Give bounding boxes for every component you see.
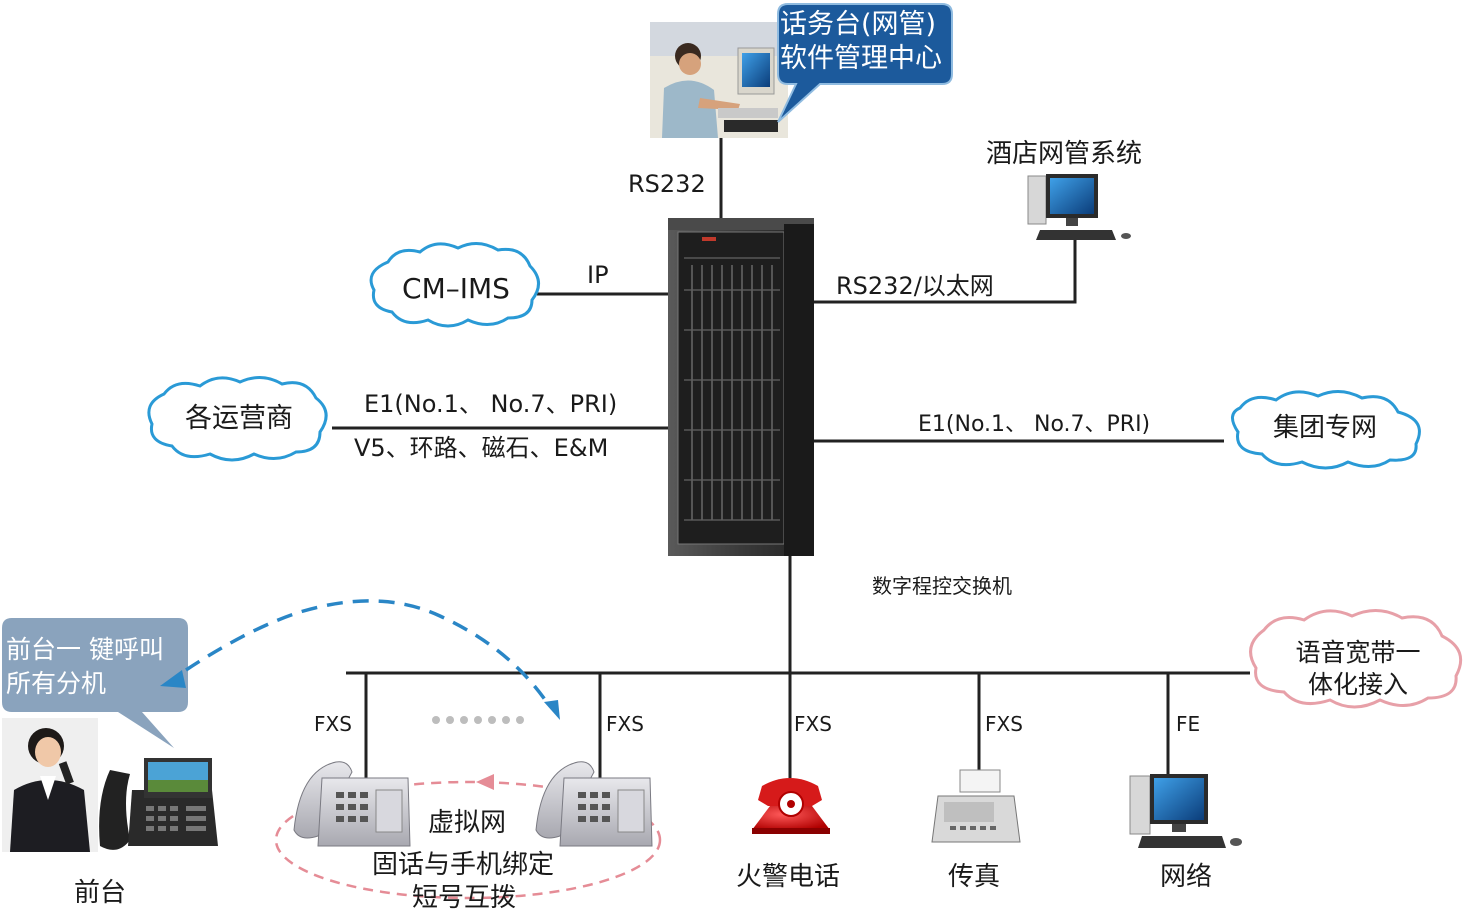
- port-label: FXS: [314, 712, 352, 736]
- operators-cloud: [147, 376, 328, 462]
- red-fire-phone-icon: [752, 778, 830, 834]
- virtual-net-line3: 短号互拨: [412, 883, 517, 913]
- fax-label: 传真: [948, 862, 1001, 892]
- network-computer-icon: [1129, 774, 1242, 848]
- more-extensions-dots: [432, 716, 524, 724]
- group-network-label: 集团专网: [1272, 413, 1377, 443]
- ip-label: IP: [587, 261, 609, 289]
- hotel-nms-label: 酒店网管系统: [986, 139, 1143, 169]
- connection-lines: [332, 138, 1250, 778]
- switch-label: 数字程控交换机: [872, 574, 1012, 598]
- loop-arrowhead: [476, 774, 494, 790]
- voice-broadband-cloud: [1249, 609, 1463, 709]
- console-callout-line2: 软件管理中心: [780, 43, 942, 74]
- voice-broadband-line1: 语音宽带一: [1295, 638, 1421, 667]
- link-rs232-ethernet: [813, 238, 1077, 304]
- fax-machine-icon: [931, 769, 1021, 843]
- network-label: 网络: [1160, 862, 1213, 892]
- front-callout-line1: 前台一 键呼叫: [6, 635, 164, 664]
- hotel-nms-computer-icon: [1027, 174, 1131, 240]
- e1-left-line2: V5、环路、磁石、E&M: [354, 434, 609, 462]
- desk-phone-icon: [535, 761, 653, 847]
- console-callout-line1: 话务台(网管): [780, 9, 937, 40]
- cm-ims-cloud: [369, 242, 540, 328]
- arrowhead-right: [544, 700, 560, 720]
- broadcast-dashed-arrow: [185, 599, 550, 705]
- e1-right-label: E1(No.1、 No.7、PRI): [918, 412, 1151, 437]
- front-desk-phone-icon: [99, 758, 218, 850]
- virtual-network-loop: [274, 780, 662, 900]
- cm-ims-label: CM–IMS: [402, 272, 510, 305]
- front-desk-label: 前台: [74, 878, 127, 908]
- front-desk-photo: [2, 718, 98, 852]
- switch-rack: [668, 218, 814, 556]
- virtual-net-line1: 虚拟网: [428, 808, 507, 838]
- port-label: FE: [1176, 712, 1201, 736]
- virtual-net-line2: 固话与手机绑定: [372, 850, 555, 880]
- group-network-cloud: [1231, 390, 1421, 470]
- port-label: FXS: [606, 712, 644, 736]
- desk-phone-icon: [293, 761, 411, 847]
- operators-label: 各运营商: [185, 403, 293, 434]
- console-operator-photo: [650, 22, 788, 138]
- front-callout-line2: 所有分机: [6, 669, 107, 698]
- fire-phone-label: 火警电话: [736, 862, 841, 892]
- rs232-label: RS232: [628, 170, 706, 198]
- port-label: FXS: [985, 712, 1023, 736]
- voice-broadband-line2: 体化接入: [1307, 670, 1408, 699]
- e1-left-line1: E1(No.1、 No.7、PRI): [364, 390, 618, 418]
- console-callout-bubble: [777, 3, 953, 123]
- front-callout-bubble: [2, 618, 188, 748]
- rs232-ethernet-label: RS232/以太网: [836, 272, 994, 300]
- arrowhead-left: [160, 670, 186, 688]
- port-label: FXS: [794, 712, 832, 736]
